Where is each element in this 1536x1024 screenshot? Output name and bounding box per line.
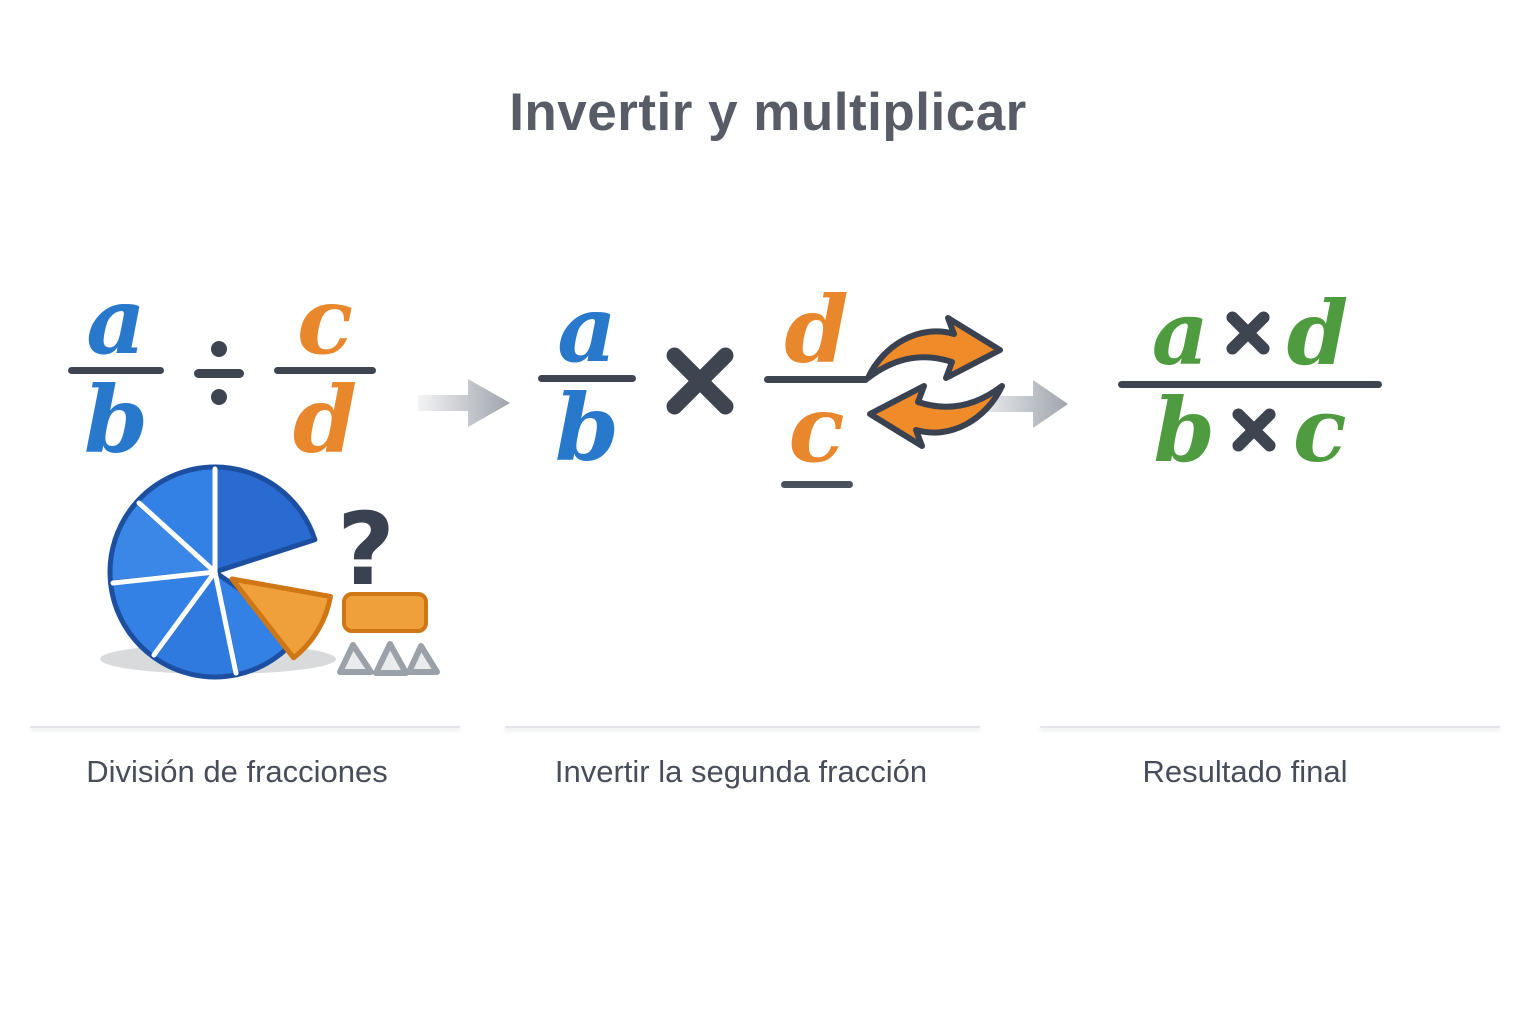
fraction-a-b: a b [68, 267, 164, 474]
divide-operator-icon [194, 335, 244, 411]
invert-highlight-underline [780, 481, 853, 488]
step-label-result: Resultado final [1142, 754, 1348, 789]
fraction-bar [274, 367, 376, 374]
step-label-division: División de fracciones [86, 754, 388, 789]
numerator-a: a [86, 267, 146, 375]
fraction-a-b: a b [538, 275, 636, 482]
fraction-bar [538, 375, 636, 382]
denominator-b: b [83, 366, 149, 474]
pie-chart-illustration: ? [100, 464, 440, 680]
multiply-operator-icon [1229, 405, 1279, 455]
fraction-bar-block [342, 592, 428, 633]
result-numerator: a d [1151, 281, 1349, 385]
section-divider [1040, 726, 1500, 728]
arrow-right-icon [985, 380, 1068, 428]
fraction-c-d: c d [274, 267, 376, 474]
fraction-bar [1118, 381, 1382, 388]
multiply-operator-icon [1223, 308, 1272, 358]
denominator-c: c [788, 375, 845, 483]
result-expression: a d b c [1105, 281, 1395, 482]
division-expression: a b c d [68, 267, 376, 474]
step-label-invert: Invertir la segunda fracción [554, 754, 928, 789]
pie-slice-separators [110, 466, 239, 676]
arrow-right-icon [418, 379, 510, 427]
removed-orange-slice [229, 576, 333, 661]
numerator-c: c [296, 267, 354, 375]
numerator-d: d [784, 276, 849, 384]
denominator-d: d [292, 366, 358, 474]
fraction-bar [764, 376, 869, 383]
question-mark: ? [337, 491, 395, 608]
numerator-d: d [1286, 281, 1349, 385]
section-divider [505, 726, 980, 728]
page-title: Invertir y multiplicar [509, 83, 1027, 142]
denominator-c: c [1292, 378, 1347, 482]
numerator-a: a [1151, 281, 1209, 385]
denominator-b: b [554, 374, 620, 482]
fraction-bar [68, 367, 164, 374]
denominator-b: b [1153, 378, 1215, 482]
multiply-operator-icon [662, 343, 738, 419]
pie-slices [107, 464, 318, 680]
section-divider [30, 726, 460, 728]
numerator-a: a [557, 275, 617, 383]
invert-expression: a b d c [538, 275, 869, 488]
pie-piece-chips [337, 641, 440, 676]
fraction-d-c-inverted: d c [764, 276, 869, 488]
result-denominator: b c [1153, 378, 1347, 482]
swap-arrows-icon [865, 315, 1005, 449]
